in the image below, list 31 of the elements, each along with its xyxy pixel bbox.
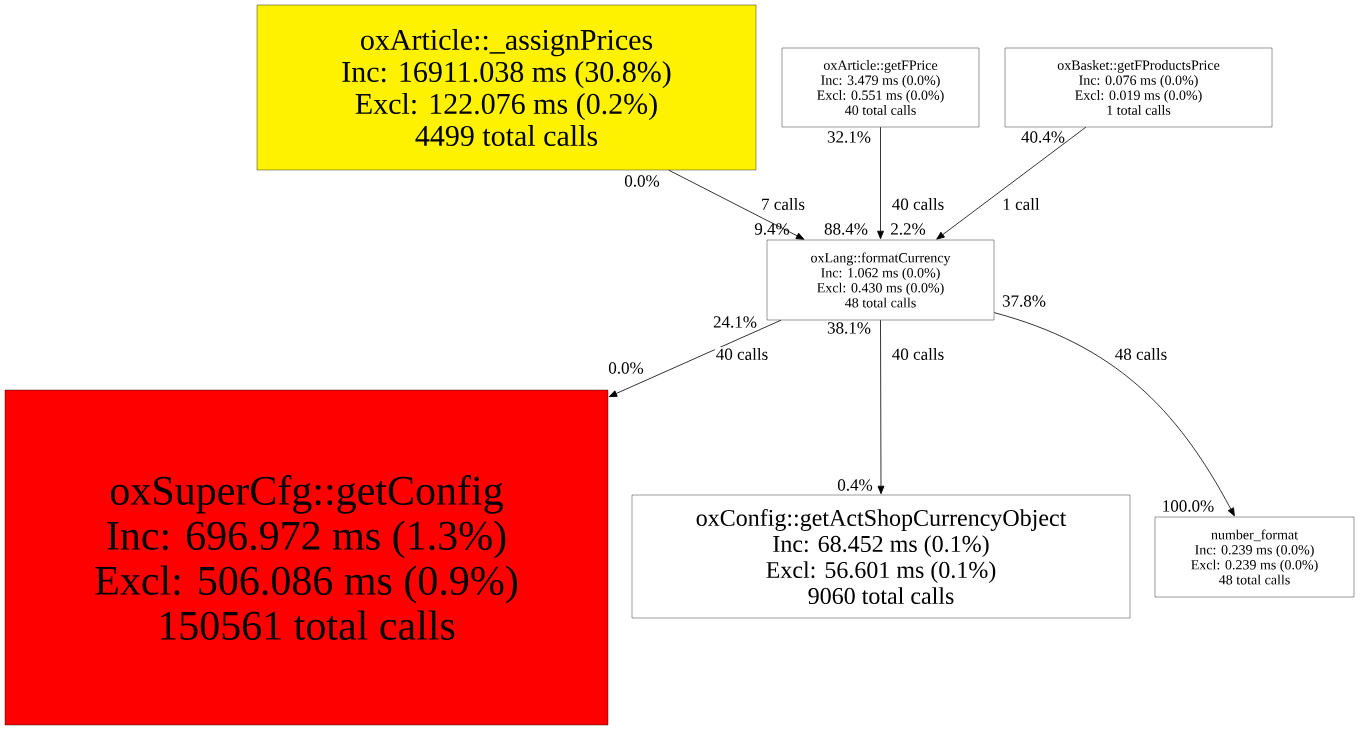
edge-label: 40 calls (714, 347, 770, 361)
arrow (936, 126, 1087, 240)
function-box: oxConfig::getActShopCurrencyObject Inc: 68.452 ms (0.1%) Excl: 56.601 ms (0.1%) 9060 total calls (631, 494, 1131, 619)
percentage-label: 38.1% (827, 322, 871, 334)
function-box: oxSuperCfg::getConfig Inc: 696.972 ms (1.3%) Excl: 506.086 ms (0.9%) 150561 total calls (4, 389, 609, 726)
function-box: oxArticle::_assignPrices Inc: 16911.038 ms (30.8%) Excl: 122.076 ms (0.2%) 4499 total calls (256, 4, 757, 171)
percentage-label: 0.0% (608, 362, 644, 374)
arrow (993, 312, 1235, 517)
function-box: number_format Inc: 0.239 ms (0.0%) Excl: 0.239 ms (0.0%) 48 total calls (1154, 516, 1355, 598)
percentage-label: 2.2% (891, 223, 926, 235)
arrow (668, 169, 805, 240)
percentage-label: 37.8% (1002, 295, 1046, 307)
edge-label: 48 calls (1113, 347, 1169, 361)
arrow (608, 319, 782, 398)
edge-label: 7 calls (760, 197, 806, 211)
function-box: oxLang::formatCurrency Inc: 1.062 ms (0.0%) Excl: 0.430 ms (0.0%) 48 total calls (766, 239, 995, 321)
edge-label: 1 call (1001, 197, 1041, 211)
arrow (877, 319, 885, 495)
percentage-label: 40.4% (1021, 131, 1065, 143)
percentage-label: 88.4% (824, 223, 868, 235)
function-box: oxBasket::getFProductsPrice Inc: 0.076 ms (0.0%) Excl: 0.019 ms (0.0%) 1 total calls (1004, 47, 1273, 128)
arrow (877, 126, 884, 240)
edge-label: 40 calls (890, 347, 946, 361)
percentage-label: 24.1% (713, 316, 757, 328)
edge-label: 40 calls (890, 197, 946, 211)
percentage-label: 0.4% (837, 479, 873, 491)
function-box: oxArticle::getFPrice Inc: 3.479 ms (0.0%) Excl: 0.551 ms (0.0%) 40 total calls (781, 47, 980, 128)
percentage-label: 9.4% (754, 223, 790, 235)
percentage-label: 100.0% (1163, 500, 1214, 512)
percentage-label: 32.1% (827, 131, 871, 143)
percentage-label: 0.0% (624, 175, 660, 187)
